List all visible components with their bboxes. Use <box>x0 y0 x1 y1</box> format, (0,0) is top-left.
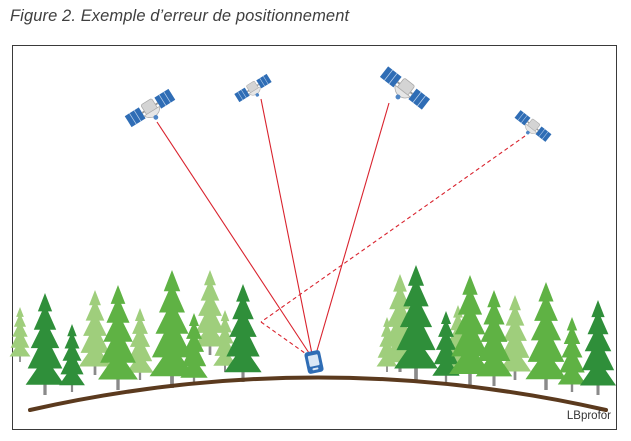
forest-right <box>376 265 617 395</box>
satellite-icon <box>510 108 553 147</box>
signal-line-direct-1 <box>156 121 312 357</box>
signal-line-reflected-bounce <box>260 321 310 357</box>
satellite-3 <box>374 64 432 117</box>
signal-lines <box>156 98 526 357</box>
signal-line-direct-3 <box>315 102 390 355</box>
signal-line-direct-2 <box>260 98 313 355</box>
satellite-4 <box>510 108 553 147</box>
satellite-icon <box>374 64 432 117</box>
credit-label: LBprofor <box>566 410 611 422</box>
forest-left <box>9 270 262 395</box>
satellite-icon <box>123 87 180 134</box>
gps-receiver-icon <box>304 350 324 374</box>
satellite-icon <box>233 72 276 108</box>
figure-caption: Figure 2. Exemple d’erreur de positionne… <box>10 7 350 25</box>
signal-line-reflected-incoming <box>260 135 526 323</box>
satellite-2 <box>233 72 276 108</box>
satellite-1 <box>123 87 180 134</box>
ground-line <box>28 375 608 412</box>
